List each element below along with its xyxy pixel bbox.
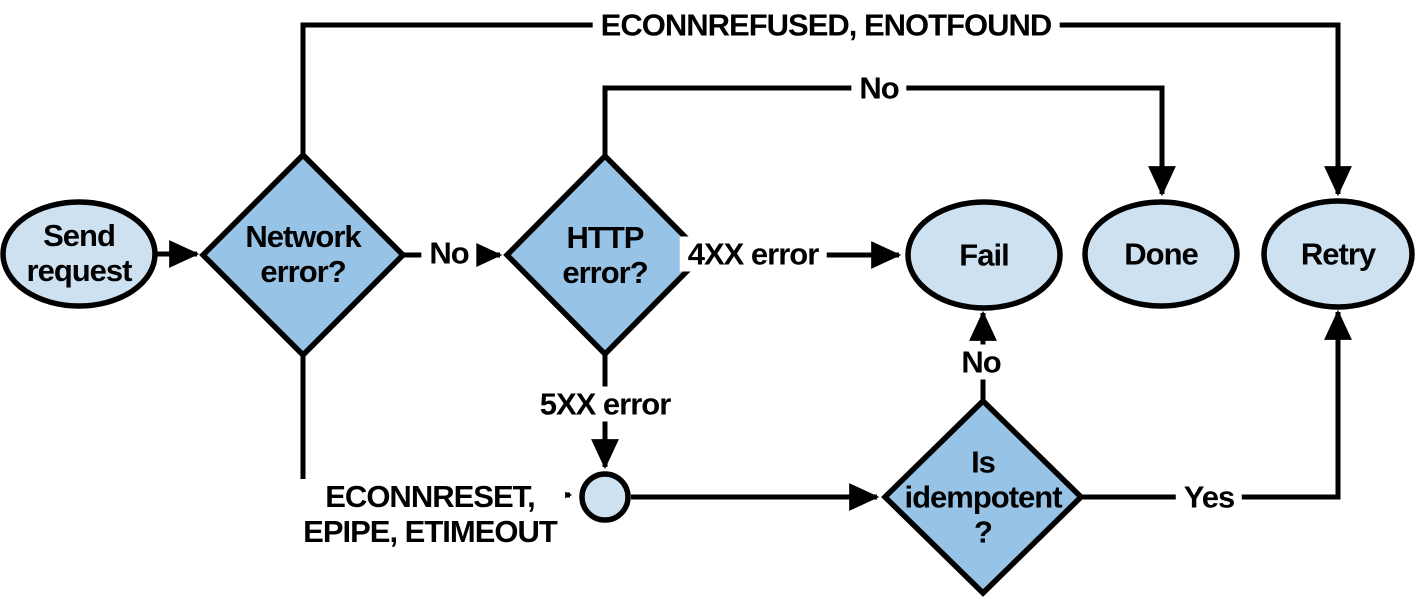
node-is-idempotent (881, 397, 1085, 597)
edge-label-4xx-error: 4XX error (679, 236, 827, 272)
node-network-error (199, 151, 407, 359)
node-label-http-error: HTTP error? (562, 220, 648, 290)
edge-network-to-retry (300, 22, 1352, 197)
node-label-retry: Retry (1300, 236, 1376, 272)
node-junction-circle (579, 471, 631, 523)
node-label-fail: Fail (959, 237, 1009, 273)
edge-label-no-network: No (421, 235, 477, 271)
edge-label-no-idempotent: No (953, 344, 1009, 380)
node-done (1082, 199, 1240, 309)
edge-label-5xx-error: 5XX error (531, 386, 679, 422)
node-label-done: Done (1124, 236, 1198, 272)
edge-label-yes-idempotent: Yes (1175, 479, 1243, 515)
nodes (0, 151, 1415, 597)
node-label-network-error: Network error? (245, 219, 361, 289)
edge-label-no-http: No (851, 70, 907, 106)
edge-network-to-junction (300, 355, 573, 509)
edge-label-econnrefused-enotfound: ECONNREFUSED, ENOTFOUND (592, 7, 1060, 43)
node-label-is-idempotent: Is idempotent ? (904, 444, 1062, 550)
node-retry (1261, 198, 1415, 310)
edge-label-econnreset-epipe-etimeout: ECONNRESET, EPIPE, ETIMEOUT (295, 479, 565, 549)
node-fail (905, 199, 1063, 311)
node-label-send-request: Send request (26, 218, 133, 288)
node-http-error (503, 152, 707, 358)
node-send-request (0, 199, 158, 309)
edge-idempotent-to-retry (1081, 309, 1352, 500)
